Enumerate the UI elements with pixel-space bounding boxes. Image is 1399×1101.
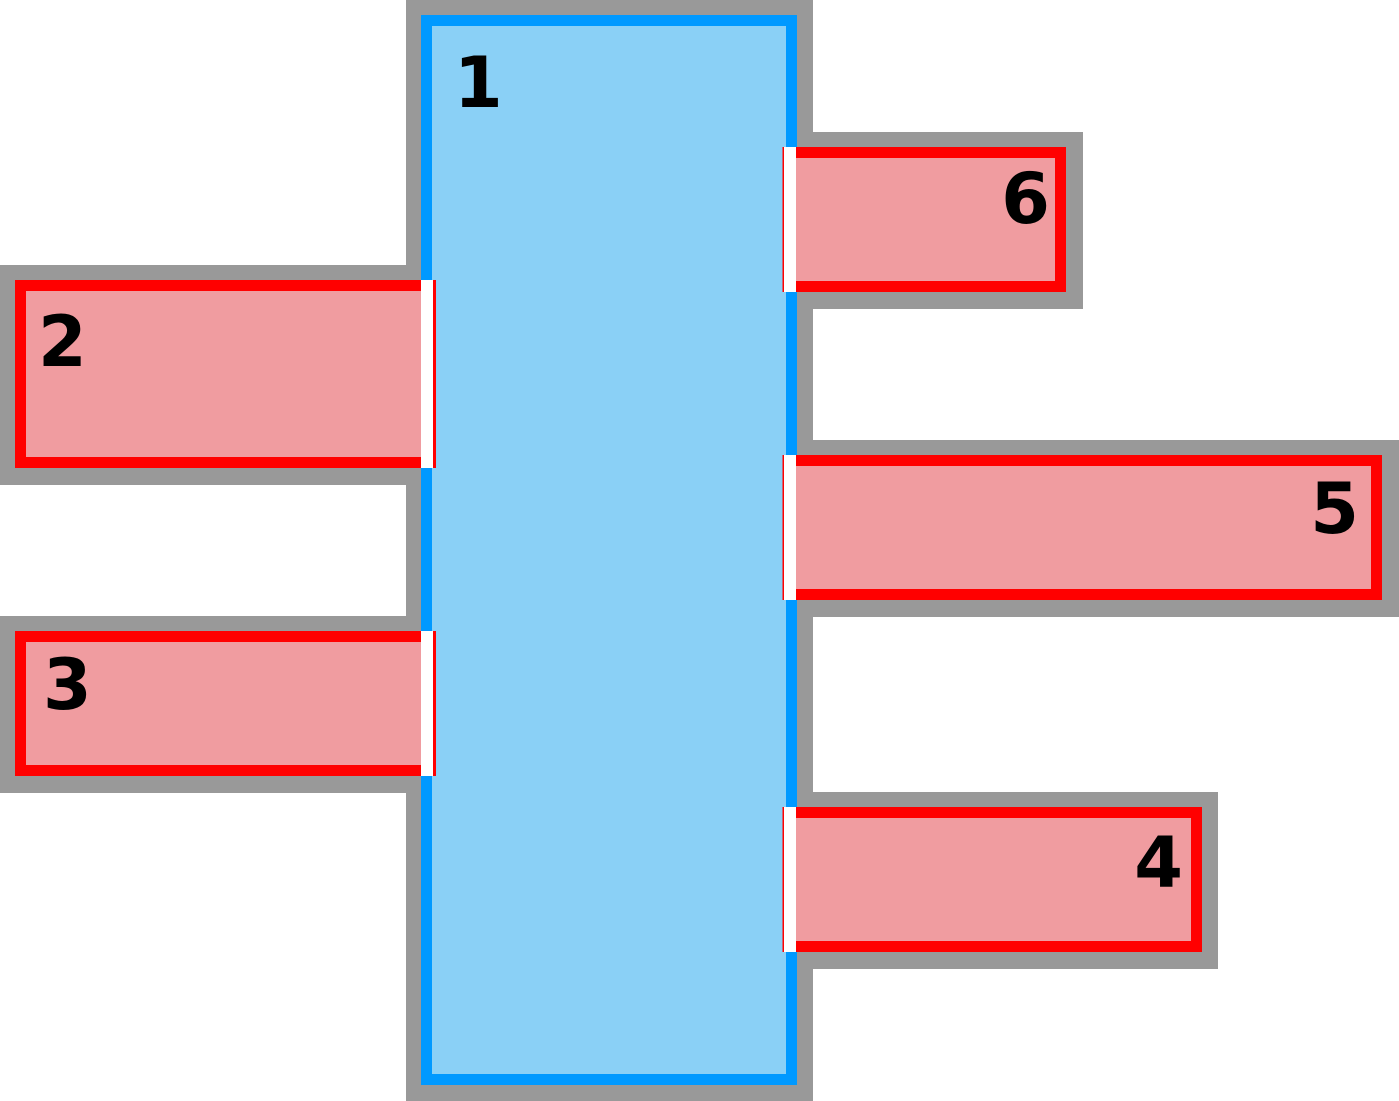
tab-4: 4 [782,807,1202,952]
main-block-label: 1 [454,42,503,124]
tab-3: 3 [15,631,436,776]
tab-2-label: 2 [38,301,87,383]
tab-3-joint [421,631,433,776]
tab-4-joint [784,807,796,952]
tab-5-joint [784,455,796,600]
tab-4-body [782,807,1202,952]
tab-6: 6 [782,147,1066,292]
tab-5: 5 [782,455,1382,600]
tab-3-label: 3 [43,644,92,726]
tab-4-label: 4 [1134,822,1183,904]
tab-6-body [782,147,1066,292]
tab-2-joint [421,280,433,468]
tab-6-label: 6 [1001,158,1050,240]
tab-2: 2 [15,280,436,468]
tab-5-label: 5 [1310,468,1359,550]
tab-3-body [15,631,436,776]
main-block [421,15,797,1085]
tab-6-joint [784,147,796,292]
tab-5-body [782,455,1382,600]
